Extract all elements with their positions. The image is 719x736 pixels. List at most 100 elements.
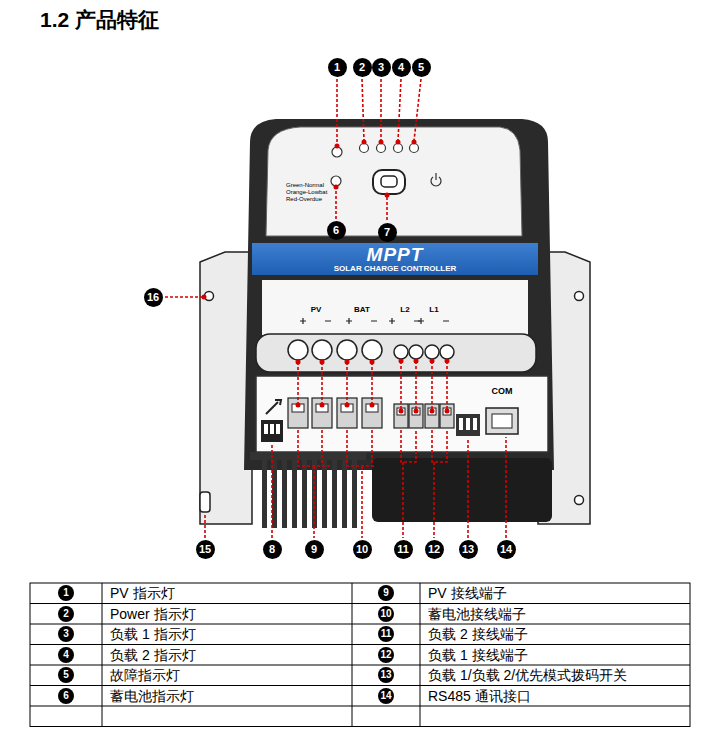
table-cell: Power 指示灯 — [110, 606, 196, 622]
panel-label: L1 — [429, 306, 438, 314]
panel-label: Red-Overdue — [286, 196, 322, 202]
cable-gland — [409, 345, 423, 359]
button — [373, 170, 405, 194]
polarity-sign — [418, 318, 449, 324]
cable-gland — [337, 340, 357, 360]
subtitle-text: SOLAR CHARGE CONTROLLER — [334, 264, 457, 274]
terminal-block — [288, 398, 454, 428]
heat-fin — [332, 458, 337, 528]
panel-label: L2 — [400, 306, 409, 314]
table-number: 14 — [378, 688, 394, 704]
dip-switch — [456, 414, 480, 436]
heat-fin — [322, 458, 327, 528]
callout-number: 7 — [378, 223, 397, 242]
polarity-sign — [300, 318, 449, 324]
dip-switch — [261, 420, 283, 442]
table-cell: 负载 1/负载 2/优先模式拨码开关 — [428, 667, 627, 683]
table-cell: 蓄电池指示灯 — [110, 688, 194, 704]
cable-gland — [288, 340, 308, 360]
dip-switch — [473, 418, 477, 430]
cable-gland — [312, 340, 332, 360]
heat-fin — [352, 458, 357, 528]
table-number: 1 — [58, 585, 74, 601]
table-cell: 故障指示灯 — [110, 667, 180, 683]
table-number: 4 — [58, 647, 74, 663]
callout-number: 15 — [196, 540, 215, 559]
callout-number: 8 — [263, 540, 282, 559]
callout-number: 10 — [353, 540, 372, 559]
leader-dot — [202, 140, 450, 414]
button — [381, 176, 397, 187]
table-cell: 负载 1 接线端子 — [428, 647, 528, 663]
table-number: 12 — [378, 647, 394, 663]
heat-sink — [262, 458, 357, 528]
callout-number: 11 — [394, 540, 413, 559]
led — [377, 144, 386, 153]
table-cell: 负载 1 指示灯 — [110, 626, 196, 642]
polarity-sign — [300, 318, 331, 324]
callout-number: 12 — [425, 540, 444, 559]
cable-gland — [425, 345, 439, 359]
polarity-sign — [389, 318, 420, 324]
callout-number: 14 — [497, 540, 516, 559]
cable-gland — [440, 345, 454, 359]
mounting-hole — [575, 292, 584, 301]
callout-number: 9 — [305, 540, 324, 559]
rj45-port — [486, 408, 518, 434]
leader-line — [165, 79, 506, 538]
cable-gland — [394, 345, 408, 359]
led — [410, 144, 419, 153]
cover-plate — [372, 458, 552, 522]
polarity-sign — [346, 318, 377, 324]
callout-number: 15 — [196, 540, 215, 559]
callout-number: 12 — [425, 540, 444, 559]
panel-label: PV — [311, 306, 322, 314]
table-number: 11 — [378, 626, 394, 642]
screw — [200, 492, 210, 512]
heat-fin — [282, 458, 287, 528]
table-number: 6 — [58, 688, 74, 704]
callout-number: 2 — [353, 58, 372, 77]
heat-sink — [250, 452, 366, 460]
callout-number: 16 — [144, 288, 163, 307]
callout-number: 2 — [353, 58, 372, 77]
table-cell: 负载 2 指示灯 — [110, 647, 196, 663]
callout-number: 13 — [459, 540, 478, 559]
dip-switch — [459, 418, 463, 430]
callout-number: 5 — [412, 58, 431, 77]
table-number: 13 — [378, 667, 394, 683]
table-cell: RS485 通讯接口 — [428, 688, 531, 704]
terminal-area — [256, 376, 548, 452]
heat-fin — [292, 458, 297, 528]
callout-number: 13 — [459, 540, 478, 559]
display-panel — [266, 127, 522, 236]
power-symbol — [431, 173, 441, 186]
table-number: 9 — [378, 585, 394, 601]
table-grid — [30, 583, 690, 727]
table-number: 3 — [58, 626, 74, 642]
product-band: MPPTSOLAR CHARGE CONTROLLER — [252, 243, 538, 275]
callout-number: 6 — [327, 221, 346, 240]
rj45-port — [492, 414, 512, 428]
tool-icon — [266, 400, 281, 414]
led — [360, 144, 369, 153]
mounting-hole — [575, 496, 584, 505]
brand-text: MPPT — [367, 245, 424, 264]
heat-fin — [342, 458, 347, 528]
table-cell: PV 接线端子 — [428, 585, 507, 601]
table-number: 10 — [378, 606, 394, 622]
panel-label: Orange-Lowbat — [286, 189, 327, 195]
heat-fin — [302, 458, 307, 528]
callout-number: 1 — [328, 58, 347, 77]
callout-number: 6 — [327, 221, 346, 240]
panel-label: BAT — [354, 306, 370, 314]
gland-strip — [256, 334, 536, 372]
dip-switch — [276, 424, 280, 434]
housing — [244, 119, 554, 470]
table-cell: PV 指示灯 — [110, 585, 175, 601]
table-number: 2 — [58, 606, 74, 622]
callout-number: 10 — [353, 540, 372, 559]
label-panel — [262, 280, 528, 335]
callout-number: 4 — [392, 58, 411, 77]
